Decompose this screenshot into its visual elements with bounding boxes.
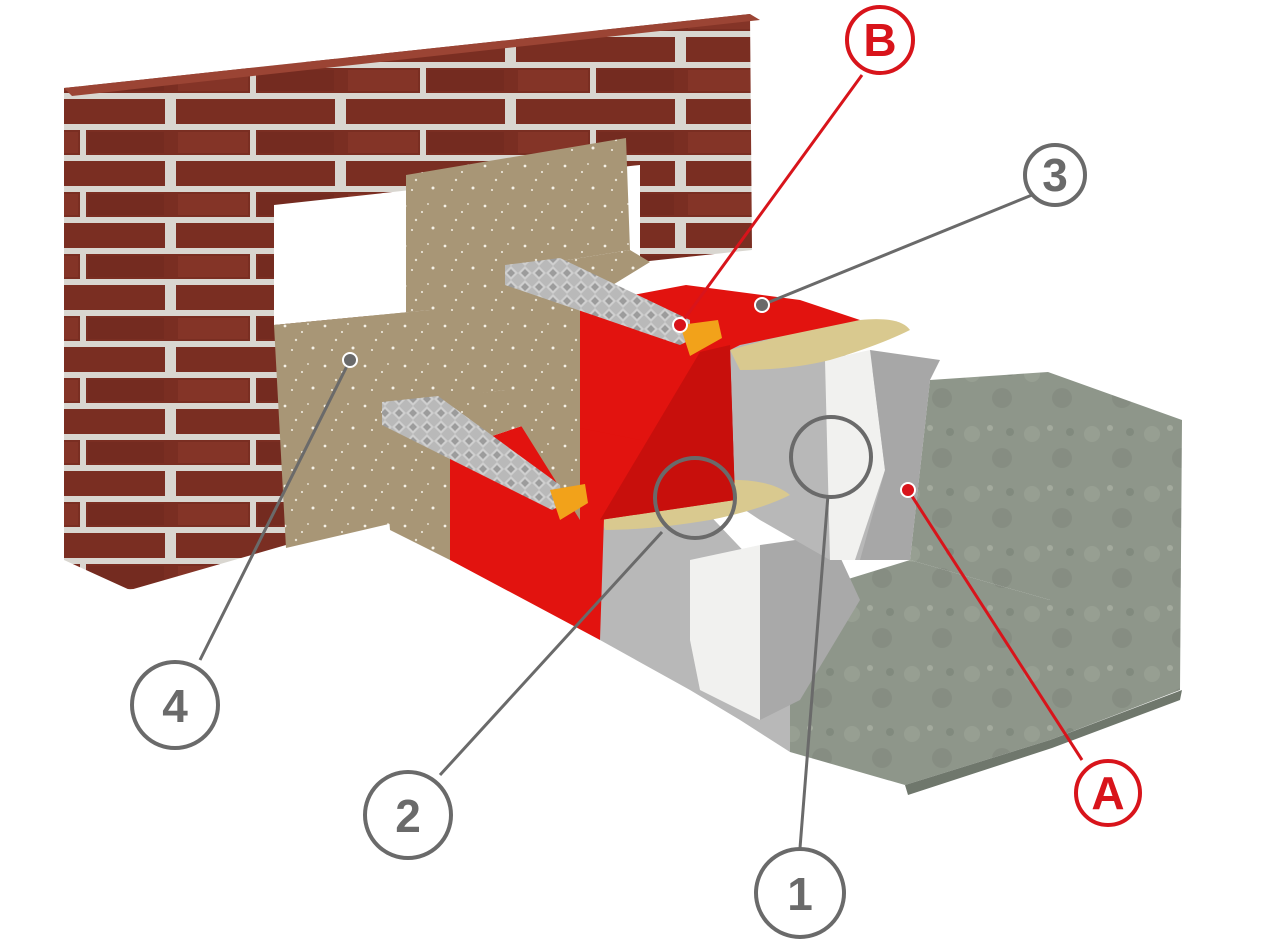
upper-step-layers — [730, 330, 940, 560]
callout-3[interactable]: 3 — [1023, 143, 1087, 207]
callout-2[interactable]: 2 — [363, 770, 453, 860]
detail-ring-2 — [653, 456, 737, 540]
stair-nosings — [382, 258, 722, 520]
callout-b[interactable]: B — [845, 5, 915, 75]
leader-3 — [761, 193, 1033, 307]
callout-4[interactable]: 4 — [130, 660, 220, 750]
detail-rings — [653, 415, 873, 540]
detail-ring-1 — [789, 415, 873, 499]
callout-2-label: 2 — [395, 790, 421, 842]
leader-2 — [438, 530, 664, 777]
callout-4-label: 4 — [162, 680, 188, 732]
leader-a — [906, 489, 1084, 761]
leader-b — [678, 74, 864, 326]
callout-leaders — [198, 74, 1084, 849]
callout-3-label: 3 — [1042, 149, 1068, 201]
callout-b-label: B — [863, 14, 896, 66]
callout-1-label: 1 — [787, 868, 813, 920]
leader-1 — [798, 494, 830, 849]
leader-4 — [198, 359, 352, 661]
callout-1[interactable]: 1 — [754, 847, 846, 939]
callout-a[interactable]: A — [1074, 759, 1142, 827]
lower-step-layers — [600, 505, 860, 752]
callout-a-label: A — [1091, 767, 1124, 819]
leader-dots — [342, 297, 916, 498]
